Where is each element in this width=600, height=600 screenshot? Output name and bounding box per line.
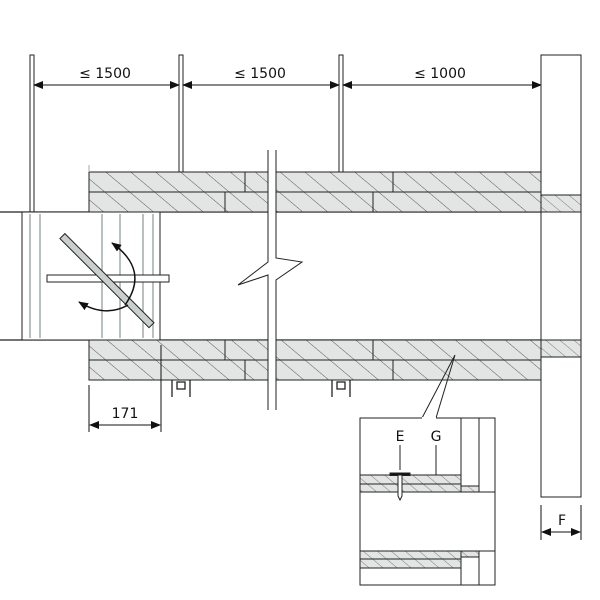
wall <box>540 54 582 498</box>
fire-damper <box>21 211 170 341</box>
damper-blade <box>59 232 155 329</box>
support-brackets <box>171 380 351 397</box>
detail-label-e: E <box>396 429 405 445</box>
break-line <box>237 150 306 410</box>
fire-insulation-top <box>88 171 542 213</box>
wall-thickness-label: F <box>558 513 566 529</box>
span-2-label: ≤ 1500 <box>234 66 286 82</box>
span-1-label: ≤ 1500 <box>79 66 131 82</box>
fastener-screw <box>397 474 403 502</box>
detail-inset <box>359 354 496 586</box>
detail-label-g: G <box>431 429 442 445</box>
offset-dimension <box>88 345 162 432</box>
span-3-label: ≤ 1000 <box>414 66 466 82</box>
wall-thickness-dimension <box>540 505 582 540</box>
fire-insulation-bottom <box>88 339 542 381</box>
offset-label: 171 <box>112 406 139 422</box>
